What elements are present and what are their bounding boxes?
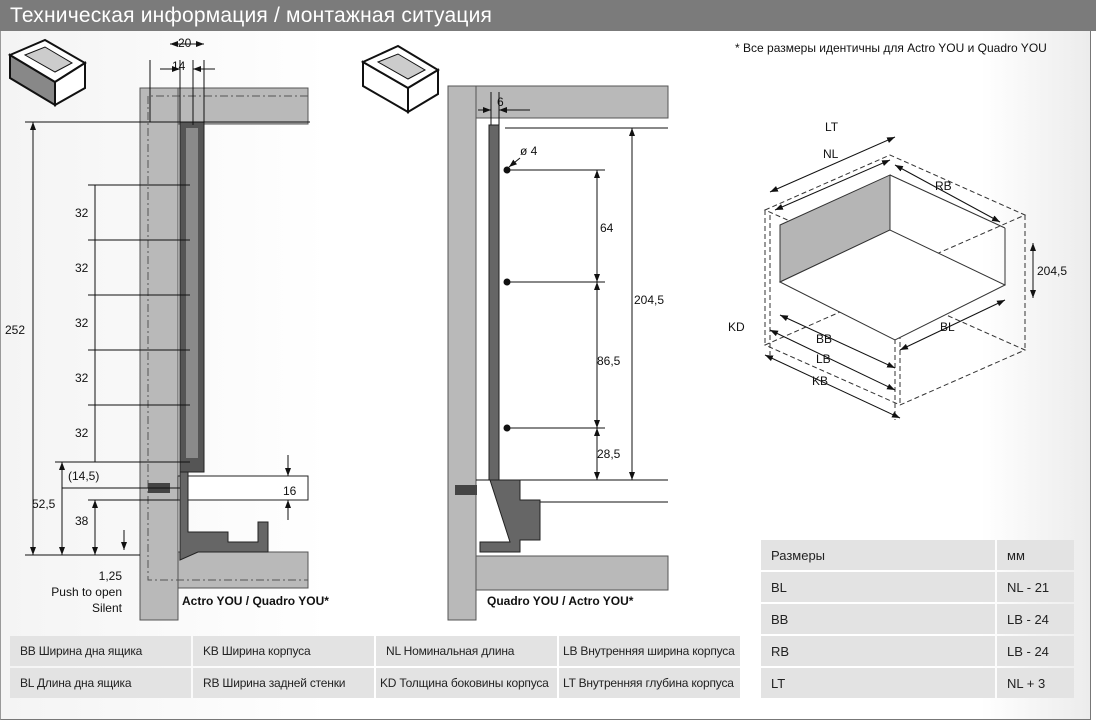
label-KD: KD [728, 320, 745, 334]
middle-cabinet: 6 ø 4 64 86,5 28,5 204,5 Quadro YOU / Ac… [447, 85, 669, 621]
legend-cell: LB Внутренняя ширина корпуса [559, 636, 740, 666]
dim-20: 20 [178, 36, 192, 50]
middle-caption: Quadro YOU / Actro YOU* [487, 594, 634, 608]
isometric-drawer: LT NL RB 204,5 KD BB LB KB BL [728, 120, 1067, 420]
legend-cell: KB Ширина корпуса [193, 636, 374, 666]
label-LT: LT [825, 120, 839, 134]
dim-86-5: 86,5 [597, 354, 621, 368]
dim-28-5: 28,5 [597, 447, 621, 461]
dim-1-25: 1,25 [99, 569, 123, 583]
legend-cell: KD Толщина боковины корпуса [376, 668, 557, 698]
label-LB: LB [816, 352, 831, 366]
dim-32: 32 [75, 206, 89, 220]
push-to-open-label: Push to open [51, 585, 122, 599]
cell: BB [761, 604, 995, 634]
dim-52-5: 52,5 [32, 497, 56, 511]
dim-38: 38 [75, 514, 89, 528]
dim-64: 64 [600, 221, 614, 235]
drawer-icon-left [7, 38, 87, 107]
table-row: BL Длина дна ящика RB Ширина задней стен… [10, 668, 740, 698]
label-BL: BL [940, 320, 955, 334]
label-KB: KB [812, 374, 828, 388]
dim-14: 14 [172, 59, 186, 73]
dim-32: 32 [75, 316, 89, 330]
dim-252: 252 [5, 323, 25, 337]
cell: LB - 24 [997, 636, 1074, 666]
left-caption: Actro YOU / Quadro YOU* [182, 594, 329, 608]
dim-32: 32 [75, 371, 89, 385]
dim-32: 32 [75, 426, 89, 440]
silent-label: Silent [92, 601, 123, 615]
legend-cell: BB Ширина дна ящика [10, 636, 191, 666]
dim-6: 6 [497, 95, 504, 109]
dim-204-5: 204,5 [634, 293, 664, 307]
label-BB: BB [816, 332, 832, 346]
cell: NL - 21 [997, 572, 1074, 602]
label-height-204-5: 204,5 [1037, 264, 1067, 278]
drawer-icon-middle [360, 44, 440, 114]
cell: LB - 24 [997, 604, 1074, 634]
dim-32: 32 [75, 261, 89, 275]
dim-14-5: (14,5) [68, 469, 99, 483]
legend-cell: NL Номинальная длина [376, 636, 557, 666]
legend-cell: RB Ширина задней стенки [193, 668, 374, 698]
legend-cell: BL Длина дна ящика [10, 668, 191, 698]
note-text: * Все размеры идентичны для Actro YOU и … [735, 41, 1047, 55]
dim-16: 16 [283, 484, 297, 498]
page-title: Техническая информация / монтажная ситуа… [0, 0, 1096, 31]
cell: RB [761, 636, 995, 666]
header-cell: Размеры [761, 540, 995, 570]
legend-cell: LT Внутренняя глубина корпуса [559, 668, 740, 698]
cell: BL [761, 572, 995, 602]
cell: NL + 3 [997, 668, 1074, 698]
label-RB: RB [935, 179, 952, 193]
header-cell: мм [997, 540, 1074, 570]
legend-table: BB Ширина дна ящика KB Ширина корпуса NL… [8, 634, 742, 700]
left-cabinet: 20 14 252 32 32 32 32 32 (14,5) 52,5 38 … [5, 36, 329, 621]
dim-diameter-4: ø 4 [520, 144, 538, 158]
table-row: BB Ширина дна ящика KB Ширина корпуса NL… [10, 636, 740, 666]
label-NL: NL [823, 147, 839, 161]
cell: LT [761, 668, 995, 698]
